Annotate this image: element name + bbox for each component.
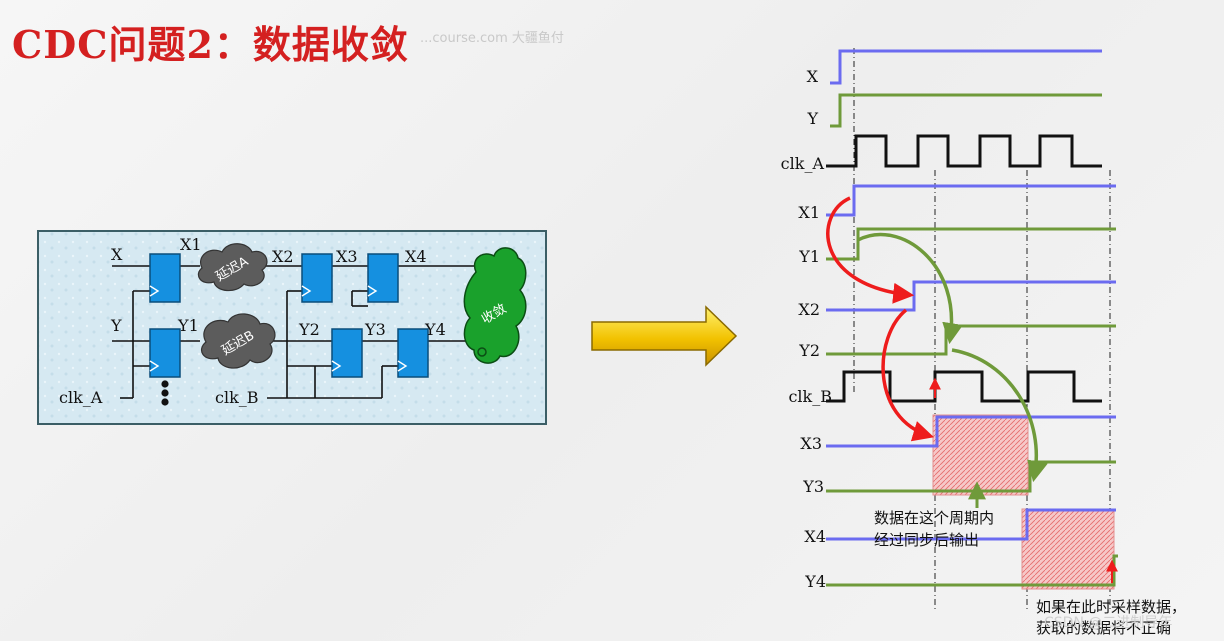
wave-x1 bbox=[826, 184, 1116, 217]
converge-cloud: 收敛 bbox=[463, 247, 527, 364]
circuit-label-x: X bbox=[111, 245, 123, 264]
signal-labels: X Y clk_A X1 Y1 X2 Y2 clk_B X3 Y3 X4 Y4 bbox=[781, 67, 832, 591]
circuit-panel: 延迟A 延迟B 收敛 X Y X1 Y1 X2 X3 X4 Y2 Y3 Y4 c… bbox=[37, 230, 547, 425]
wave-y bbox=[830, 93, 1102, 128]
circuit-label-x1: X1 bbox=[180, 235, 202, 254]
wave-x bbox=[830, 49, 1102, 85]
signal-label-x3: X3 bbox=[800, 434, 822, 453]
note-sample-line2: 获取的数据将不正确 bbox=[1036, 619, 1171, 637]
wave-y2 bbox=[826, 324, 1116, 356]
page-title: CDC问题2：数据收敛 bbox=[12, 22, 409, 67]
signal-label-x1: X1 bbox=[798, 203, 820, 222]
circuit-label-y4: Y4 bbox=[424, 320, 446, 339]
credit-watermark: CSDN @二进制导年 bbox=[1044, 615, 1172, 631]
signal-label-y4: Y4 bbox=[804, 572, 826, 591]
signal-label-x: X bbox=[807, 67, 819, 86]
circuit-label-y1: Y1 bbox=[177, 316, 199, 335]
circuit-label-y3: Y3 bbox=[364, 320, 386, 339]
watermark: ...course.com 大疆鱼付 bbox=[420, 31, 564, 46]
note-output-line2: 经过同步后输出 bbox=[874, 531, 979, 549]
circuit-label-clk-b: clk_B bbox=[215, 388, 259, 407]
delay-b-cloud: 延迟B bbox=[201, 313, 276, 369]
x3-uncertain-region bbox=[932, 414, 1029, 496]
wave-y1 bbox=[826, 227, 1116, 261]
signal-label-clk-b: clk_B bbox=[788, 387, 832, 406]
signal-label-y3: Y3 bbox=[802, 477, 824, 496]
signal-label-y: Y bbox=[806, 109, 818, 128]
note-output-line1: 数据在这个周期内 bbox=[874, 509, 994, 527]
circuit-label-x3: X3 bbox=[336, 247, 358, 266]
wave-clk-b bbox=[826, 370, 1102, 403]
flip-flop-y1 bbox=[149, 328, 181, 378]
transition-arrow bbox=[591, 305, 738, 367]
circuit-label-x2: X2 bbox=[272, 247, 294, 266]
flip-flop-x4 bbox=[367, 253, 399, 303]
note-sample-line1: 如果在此时采样数据， bbox=[1036, 598, 1186, 616]
x4-uncertain-region bbox=[1021, 508, 1115, 590]
signal-label-x4: X4 bbox=[804, 527, 826, 546]
wave-x3 bbox=[826, 415, 1116, 448]
signal-label-clk-a: clk_A bbox=[781, 154, 825, 173]
circuit-label-y2: Y2 bbox=[298, 320, 320, 339]
circuit-label-y: Y bbox=[110, 316, 122, 335]
circuit-label-x4: X4 bbox=[405, 247, 427, 266]
delay-a-cloud: 延迟A bbox=[197, 243, 268, 292]
flip-flop-y3 bbox=[331, 328, 363, 378]
signal-label-y2: Y2 bbox=[798, 341, 820, 360]
circuit-label-clk-a: clk_A bbox=[59, 388, 103, 407]
wave-x4 bbox=[826, 508, 1116, 541]
timing-diagram: X Y clk_A X1 Y1 X2 Y2 clk_B X3 Y3 X4 Y4 … bbox=[781, 48, 1186, 637]
flip-flop-x1 bbox=[149, 253, 181, 303]
wave-clk-a bbox=[826, 134, 1102, 168]
flip-flop-x3 bbox=[301, 253, 333, 303]
signal-label-x2: X2 bbox=[798, 300, 820, 319]
flip-flop-y4 bbox=[397, 328, 429, 378]
signal-label-y1: Y1 bbox=[798, 247, 820, 266]
